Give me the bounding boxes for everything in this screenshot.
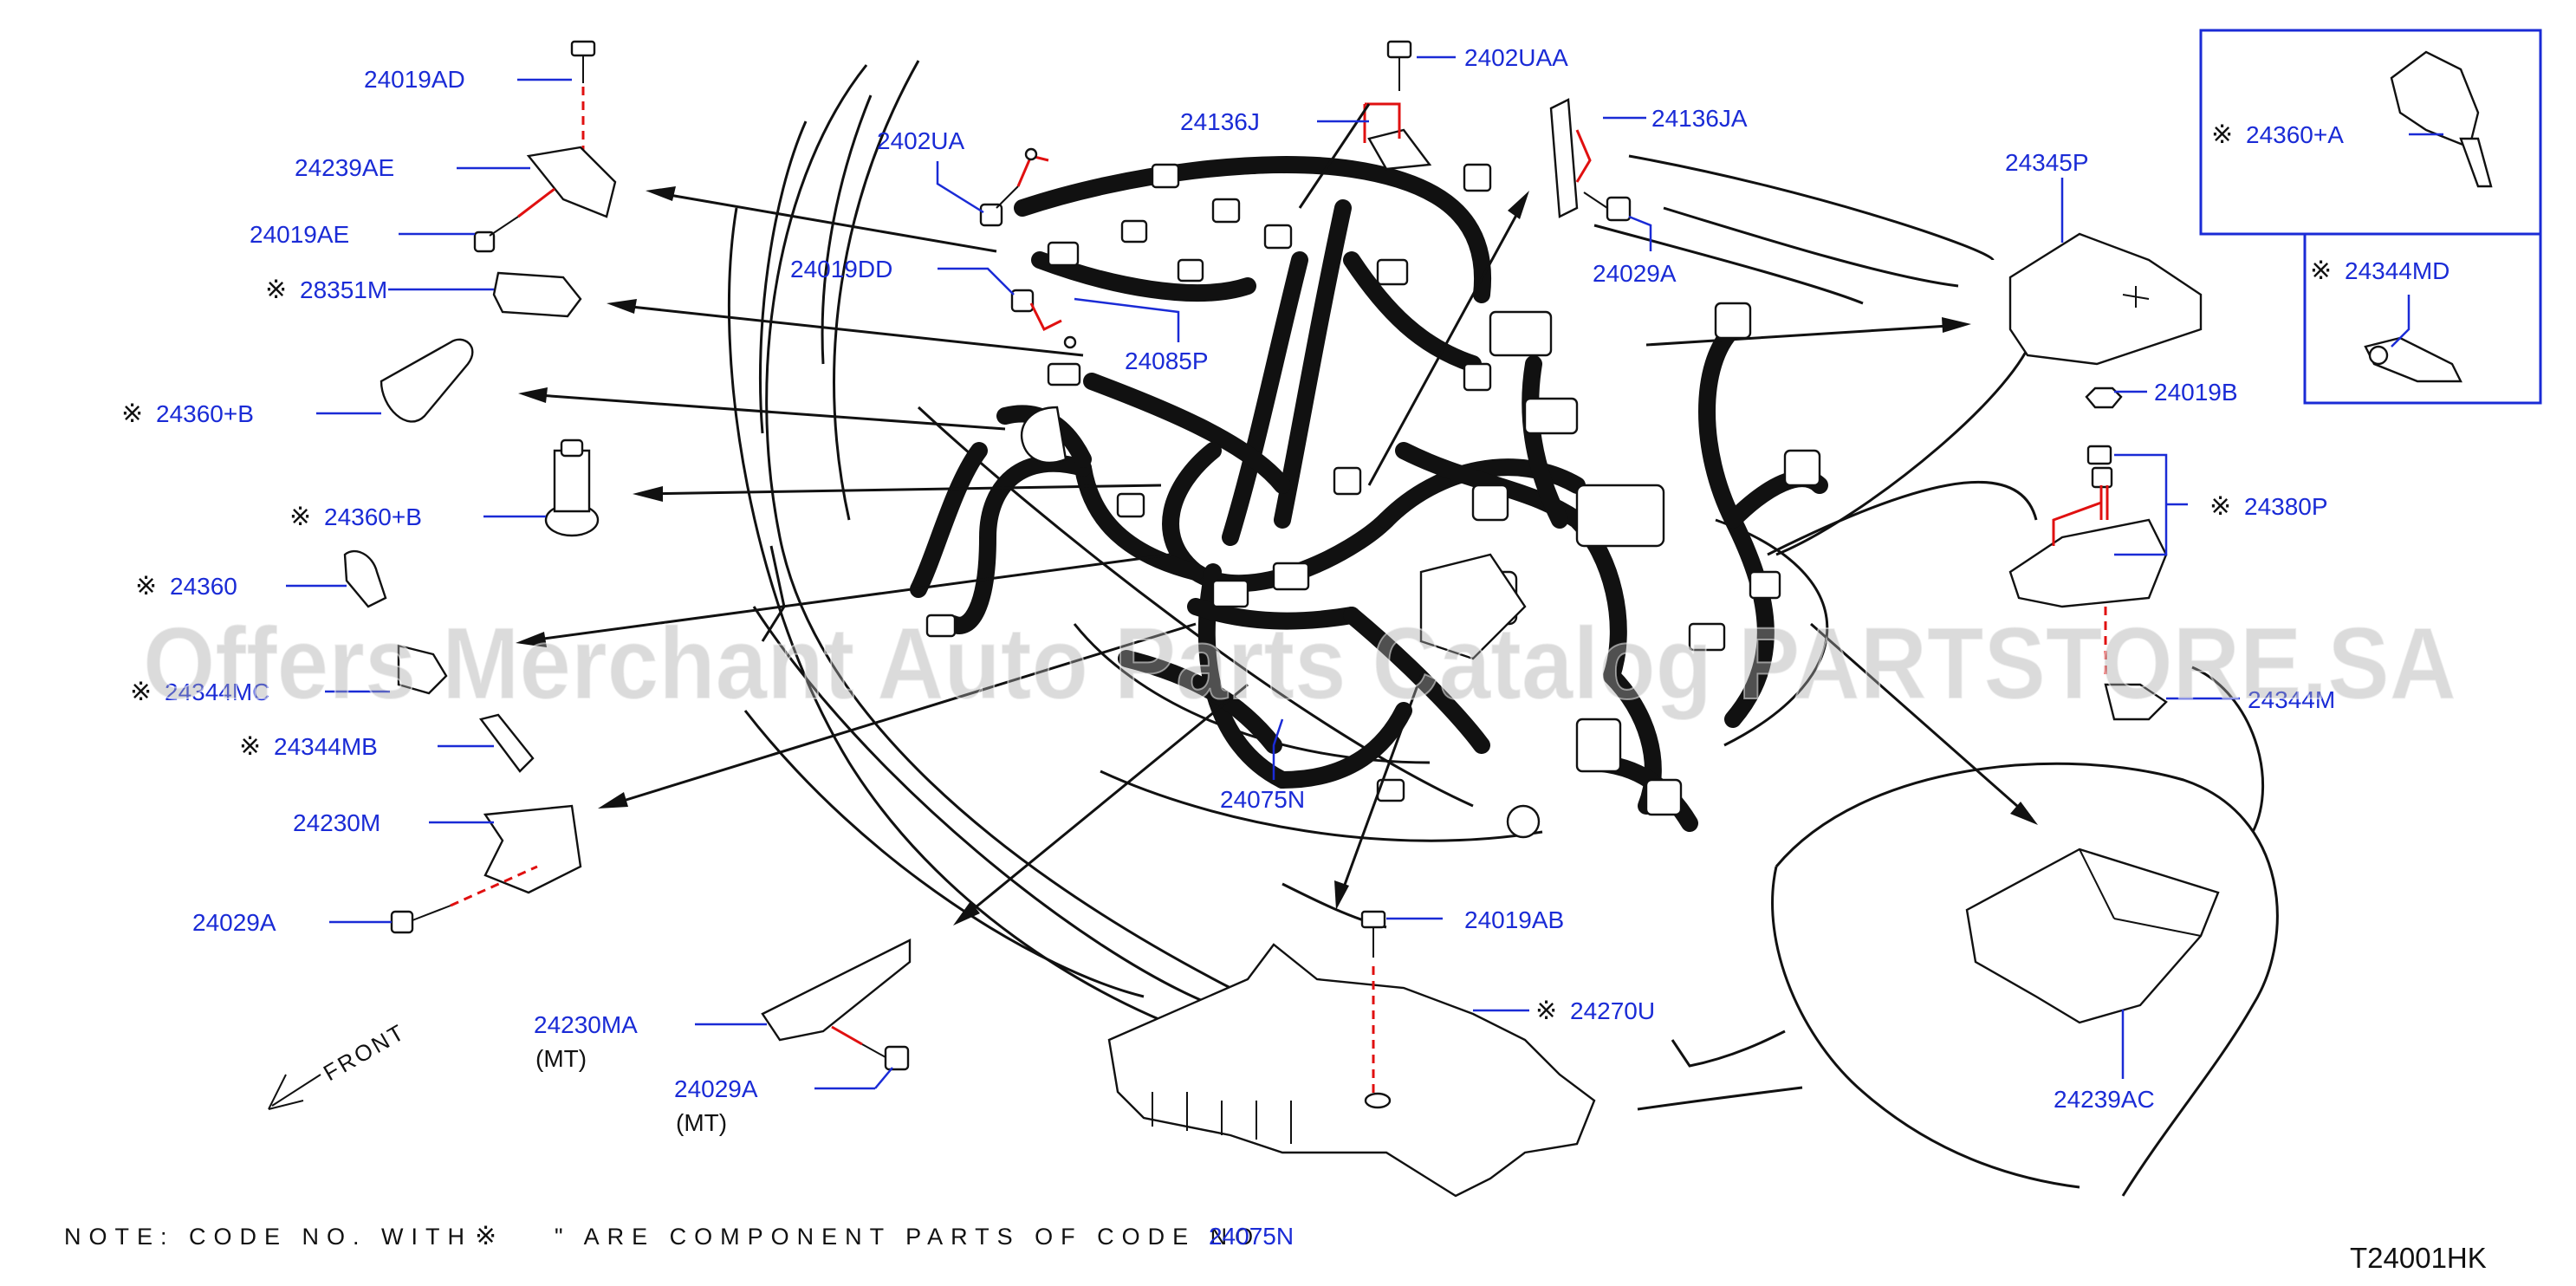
- left-parts: [268, 40, 912, 1110]
- label-24380P: 24380P: [2244, 493, 2328, 520]
- bracket-24230M: [483, 804, 582, 894]
- label-24270U: 24270U: [1570, 997, 1655, 1024]
- bolt-24029A-top: [1583, 192, 1632, 222]
- mark-24270U: ※: [1535, 997, 1557, 1025]
- mark-24344MD: ※: [2310, 257, 2332, 285]
- label-24019B: 24019B: [2154, 379, 2238, 406]
- mark-24360A: ※: [2211, 120, 2233, 149]
- cover-24345P: [2008, 232, 2203, 366]
- label-24344MB: 24344MB: [274, 733, 378, 760]
- label-24360B-2: 24360+B: [324, 503, 422, 530]
- label-28351M: 28351M: [300, 276, 387, 303]
- watermark: Offers Merchant Auto Parts Catalog PARTS…: [143, 607, 2456, 721]
- label-2402UA: 2402UA: [877, 127, 965, 154]
- label-24085P: 24085P: [1125, 347, 1209, 374]
- front-label: FRONT: [319, 1018, 411, 1086]
- label-24019AB: 24019AB: [1464, 906, 1564, 933]
- label-mt-1: (MT): [535, 1045, 587, 1072]
- cover-24270U: [1107, 910, 1596, 1198]
- label-24136JA: 24136JA: [1651, 105, 1748, 132]
- note-suffix: " ARE COMPONENT PARTS OF CODE NO: [555, 1224, 1261, 1250]
- terminal-24344MC: [397, 644, 448, 695]
- label-mt-2: (MT): [676, 1109, 727, 1136]
- front-direction-indicator: [268, 1074, 321, 1110]
- note-code: 24075N: [1209, 1223, 1294, 1250]
- label-24075N: 24075N: [1220, 786, 1305, 813]
- label-24029A-left: 24029A: [192, 909, 276, 936]
- bracket-24136JA: [1549, 98, 1579, 218]
- label-24239AC: 24239AC: [2054, 1086, 2155, 1113]
- cap-24360: [343, 549, 387, 608]
- bracket-24230MA: [761, 939, 912, 1042]
- boot-24360B-2: [544, 438, 600, 537]
- connector-28351M: [492, 271, 582, 318]
- bolt-24029A-bottom: [831, 1025, 910, 1071]
- part-labels: 24019AD 24239AE 24019AE ※ 28351M ※ 24360…: [121, 44, 2449, 1136]
- nut-24019B: [2085, 386, 2123, 409]
- label-24360B-1: 24360+B: [156, 400, 254, 427]
- label-24344MD: 24344MD: [2345, 257, 2449, 284]
- note-prefix: NOTE: CODE NO. WITH: [64, 1224, 472, 1250]
- bracket-24136J: [1367, 128, 1432, 171]
- cover-24360A: [2390, 50, 2480, 149]
- label-24019AD: 24019AD: [364, 66, 465, 93]
- mark-24380P: ※: [2209, 492, 2231, 521]
- terminal-24344M: [2104, 683, 2168, 721]
- label-2402UAA: 2402UAA: [1464, 44, 1568, 71]
- cover-24239AC: [1965, 848, 2220, 1024]
- mark-28351M: ※: [265, 276, 287, 304]
- bolt-2402UAA: [1386, 40, 1412, 91]
- label-24019DD: 24019DD: [790, 256, 892, 283]
- note-symbol: ※: [475, 1222, 496, 1250]
- label-24019AE: 24019AE: [250, 221, 349, 248]
- bolt-24019AE: [473, 187, 555, 253]
- mark-24344MB: ※: [239, 732, 261, 761]
- bolt-24019AB: [1360, 910, 1386, 1096]
- mark-24344MC: ※: [130, 678, 152, 706]
- bolt-24019AD: [570, 40, 596, 165]
- right-parts: [1965, 29, 2542, 1024]
- harness-connectors: [925, 163, 1821, 839]
- label-24230M: 24230M: [293, 809, 380, 836]
- bolt-2402UA: [979, 147, 1049, 227]
- vehicle-body-outline: [727, 60, 2279, 1197]
- terminal-24344MB: [478, 713, 535, 773]
- bracket-24239AE: [526, 146, 617, 218]
- leader-lines: [286, 55, 2443, 1090]
- mark-24360: ※: [135, 572, 157, 601]
- label-24360: 24360: [170, 573, 237, 600]
- mark-24360B-1: ※: [121, 399, 143, 428]
- label-24029A-bottom: 24029A: [674, 1075, 758, 1102]
- label-24344M: 24344M: [2248, 686, 2335, 713]
- label-24239AE: 24239AE: [295, 154, 394, 181]
- bolt-24019DD: [1010, 289, 1077, 349]
- top-parts: [979, 40, 1632, 349]
- label-24136J: 24136J: [1180, 108, 1260, 135]
- label-24345P: 24345P: [2005, 149, 2089, 176]
- boot-24360B-1: [380, 338, 474, 423]
- label-24029A-top: 24029A: [1593, 260, 1677, 287]
- label-24344MC: 24344MC: [165, 679, 269, 705]
- component-inset-box-lower: [2303, 232, 2542, 405]
- diagram-code: T24001HK: [2350, 1242, 2487, 1274]
- footer-note: NOTE: CODE NO. WITH ※ " ARE COMPONENT PA…: [64, 1222, 2487, 1274]
- mark-24360B-2: ※: [289, 503, 311, 531]
- fusible-link-24380P: [2008, 518, 2168, 608]
- callout-arrows: [516, 103, 2038, 926]
- label-24360A: 24360+A: [2246, 121, 2344, 148]
- bolt-24029A-left: [390, 865, 538, 934]
- label-24230MA: 24230MA: [534, 1011, 638, 1038]
